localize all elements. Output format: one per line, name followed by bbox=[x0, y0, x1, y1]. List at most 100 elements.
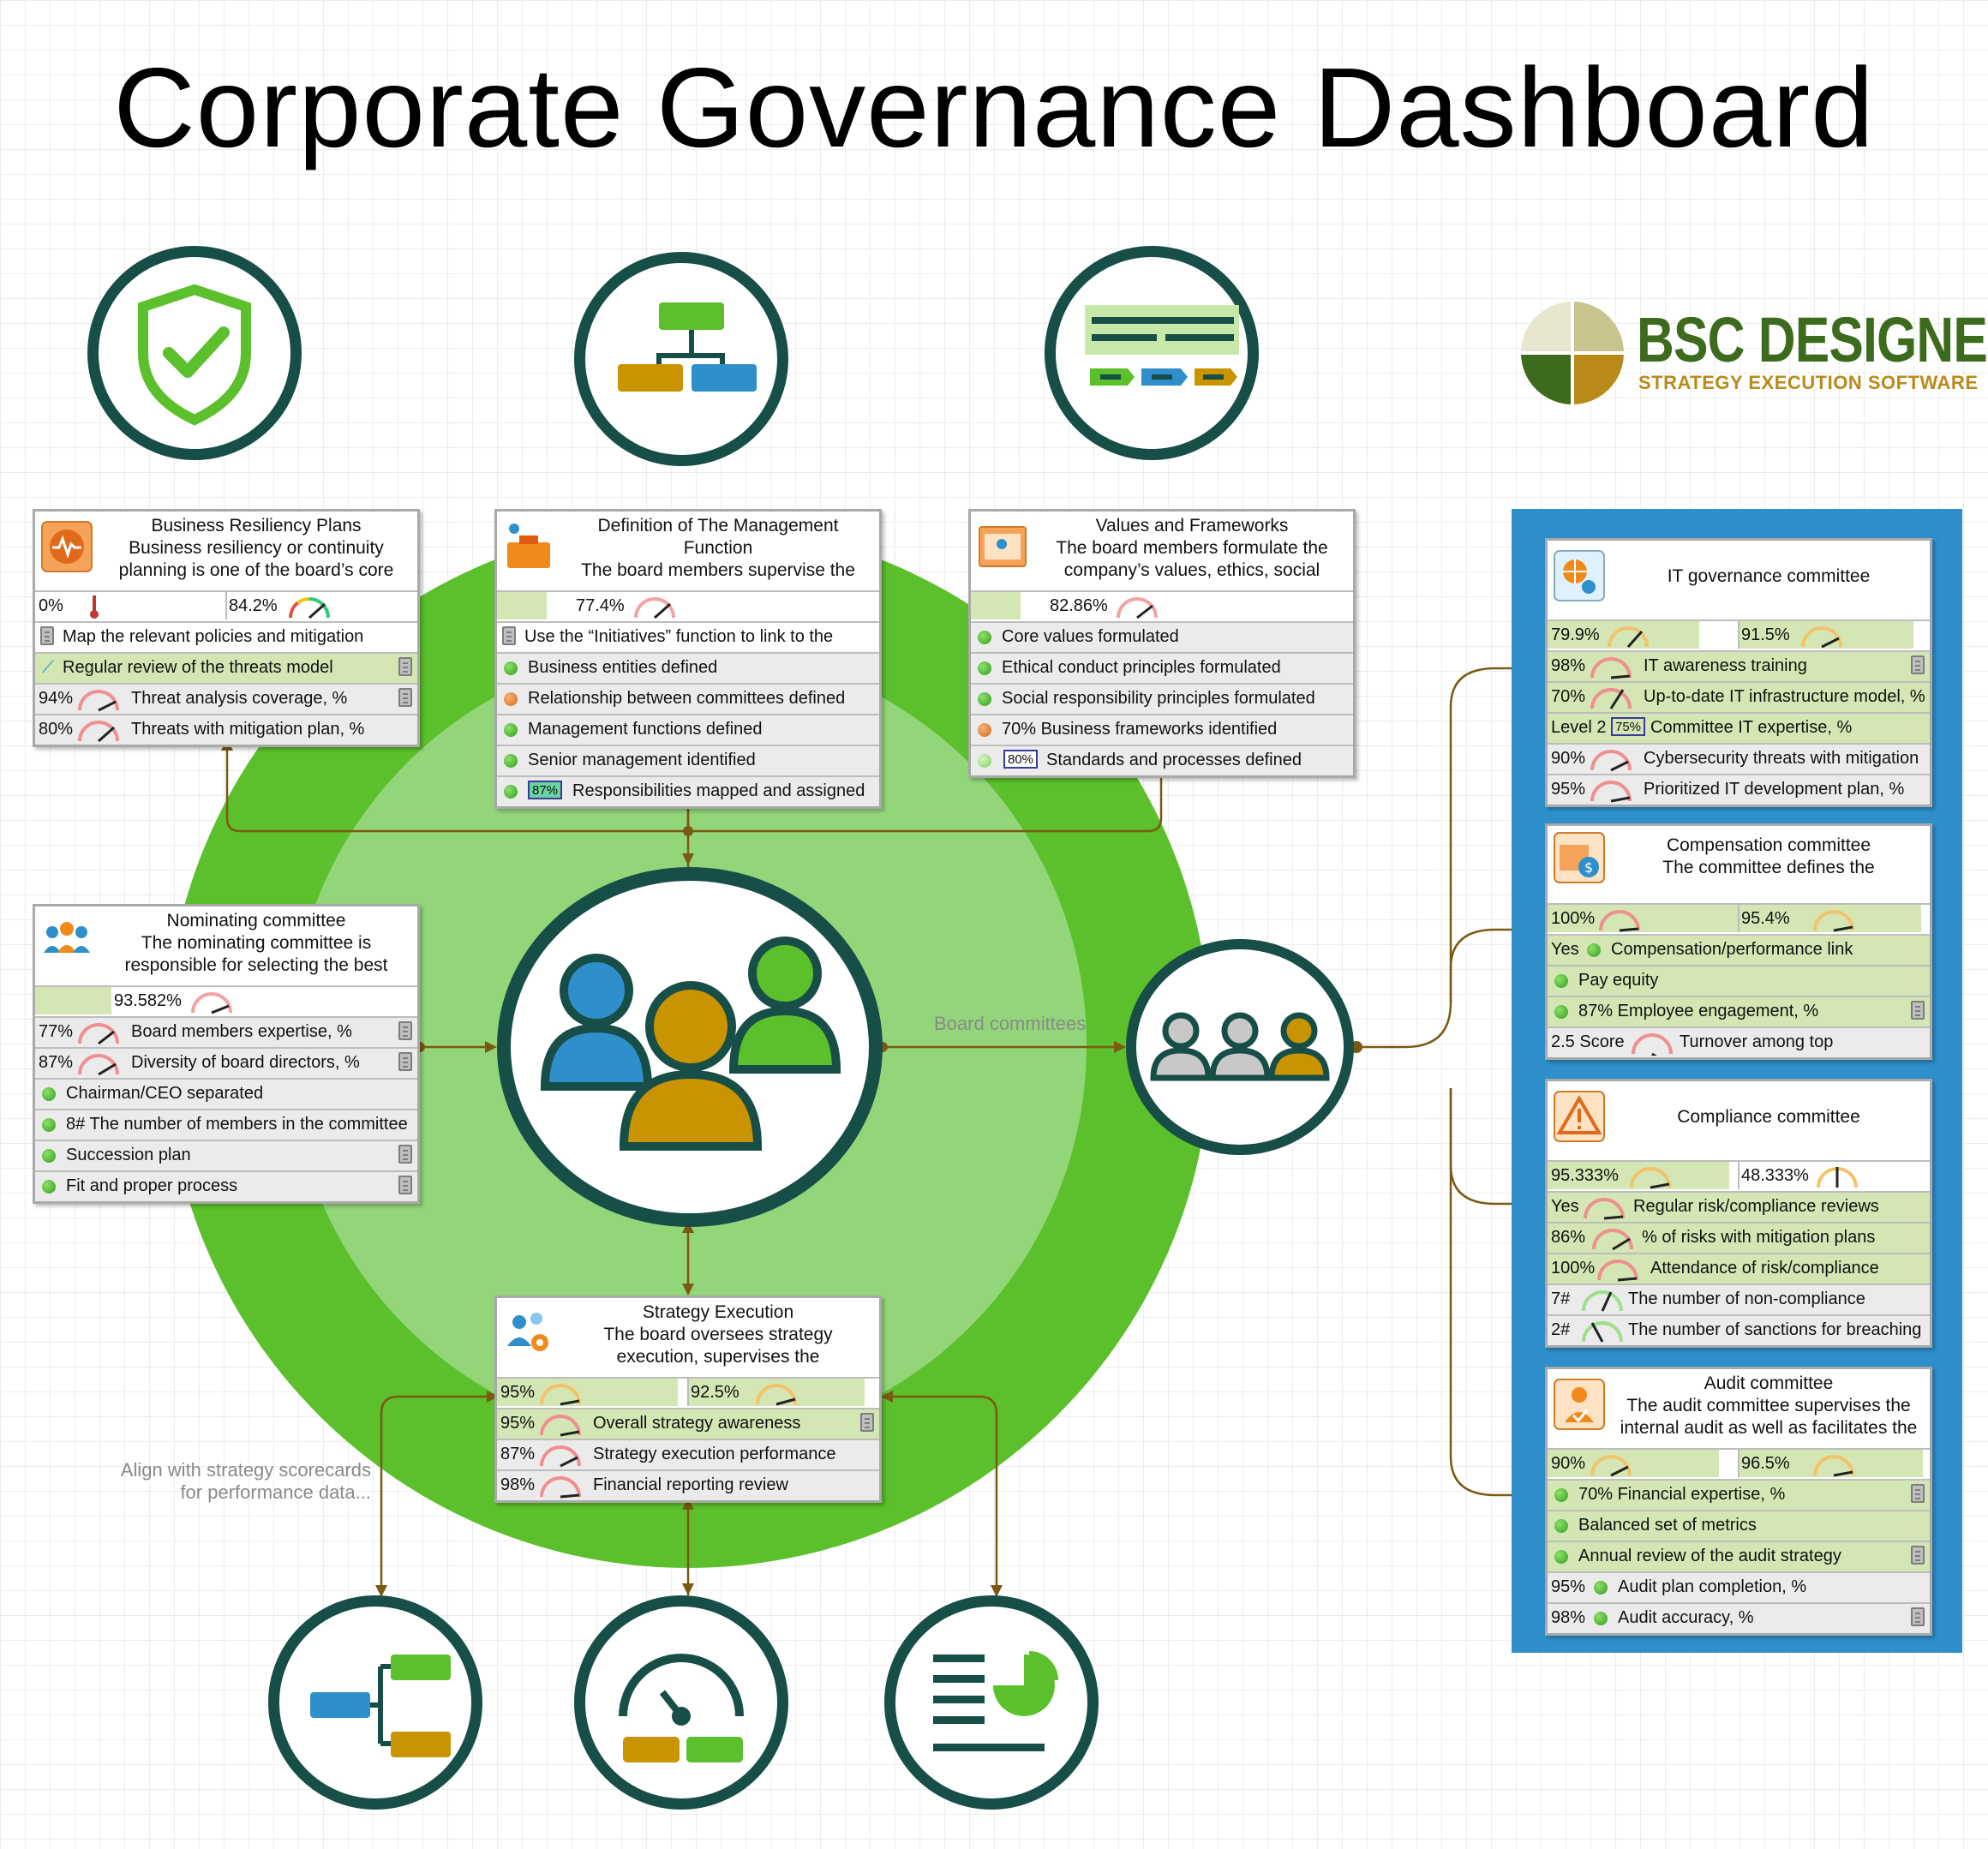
row-label: The number of non-compliance bbox=[1628, 1290, 1865, 1308]
card-audit-committee[interactable]: Audit committee The audit committee supe… bbox=[1545, 1367, 1932, 1636]
card-row[interactable]: 70% Up-to-date IT infrastructure model, … bbox=[1548, 681, 1930, 712]
progress-row: 82.86% bbox=[971, 590, 1353, 621]
card-values-frameworks[interactable]: Values and Frameworks The board members … bbox=[968, 509, 1356, 778]
card-row[interactable]: 80% Threats with mitigation plan, % bbox=[35, 714, 417, 745]
values-framework-icon-circle bbox=[1045, 246, 1259, 460]
card-row[interactable]: Ethical conduct principles formulated bbox=[971, 652, 1353, 683]
gauge-icon bbox=[1813, 1455, 1854, 1477]
progress-row: 90% 96.5% bbox=[1548, 1448, 1930, 1479]
align-scorecards-note: Align with strategy scorecards for perfo… bbox=[114, 1459, 371, 1504]
row-label: Standards and processes defined bbox=[1046, 751, 1302, 769]
card-row[interactable]: 94% Threat analysis coverage, % bbox=[35, 683, 417, 714]
card-row[interactable]: ⟋Regular review of the threats model bbox=[35, 652, 417, 683]
row-label: % of risks with mitigation plans bbox=[1642, 1228, 1876, 1247]
resiliency-pulse-icon bbox=[41, 521, 93, 572]
compensation-money-icon: $ bbox=[1554, 832, 1605, 883]
gauge-icon bbox=[1597, 1260, 1638, 1282]
row-value: 98% bbox=[1551, 1608, 1586, 1627]
gauge-icon bbox=[540, 1384, 581, 1406]
card-row[interactable]: 98%Audit accuracy, % bbox=[1548, 1602, 1930, 1633]
card-row[interactable]: Use the “Initiatives” function to link t… bbox=[497, 621, 879, 652]
row-value: 95% bbox=[500, 1414, 536, 1433]
card-row[interactable]: 100% Attendance of risk/compliance bbox=[1548, 1253, 1930, 1284]
card-desc-line: The board members supervise the bbox=[581, 560, 855, 580]
card-desc-line: internal audit as well as facilitates th… bbox=[1620, 1418, 1918, 1438]
card-row[interactable]: 95% Overall strategy awareness bbox=[497, 1408, 879, 1439]
row-value: 98% bbox=[500, 1475, 536, 1494]
progress-value: 92.5% bbox=[691, 1383, 740, 1402]
row-label: Overall strategy awareness bbox=[593, 1414, 801, 1433]
row-value: 90% bbox=[1551, 749, 1586, 768]
card-row[interactable]: Core values formulated bbox=[971, 621, 1353, 652]
card-strategy-execution[interactable]: Strategy Execution The board oversees st… bbox=[494, 1295, 882, 1503]
gauge-icon bbox=[1590, 781, 1632, 803]
card-title: Business Resiliency Plans bbox=[151, 516, 362, 536]
card-compensation-committee[interactable]: $ Compensation committee The committee d… bbox=[1545, 823, 1932, 1060]
card-row[interactable]: 2# The number of sanctions for breaching bbox=[1548, 1314, 1930, 1345]
card-business-resiliency[interactable]: Business Resiliency Plans Business resil… bbox=[33, 509, 420, 747]
row-value: 70% bbox=[1551, 687, 1586, 706]
card-row[interactable]: 70% Business frameworks identified bbox=[971, 714, 1353, 745]
card-row[interactable]: 87% Employee engagement, % bbox=[1548, 996, 1930, 1026]
card-it-governance[interactable]: IT governance committee 79.9% 91.5% 98% … bbox=[1545, 538, 1932, 807]
progress-row: 77.4% bbox=[497, 590, 879, 621]
card-row[interactable]: 95%Audit plan completion, % bbox=[1548, 1571, 1930, 1602]
row-label: Attendance of risk/compliance bbox=[1650, 1259, 1879, 1278]
progress-value: 95.4% bbox=[1741, 909, 1790, 928]
card-header: $ Compensation committee The committee d… bbox=[1548, 826, 1930, 903]
card-row[interactable]: 90% Cybersecurity threats with mitigatio… bbox=[1548, 743, 1930, 774]
card-row[interactable]: Management functions defined bbox=[497, 714, 879, 745]
card-header: Strategy Execution The board oversees st… bbox=[497, 1298, 879, 1377]
row-value: 94% bbox=[39, 689, 74, 708]
speedometer-icon-circle bbox=[574, 1595, 788, 1810]
card-row[interactable]: 87% Strategy execution performance bbox=[497, 1439, 879, 1469]
gauge-icon bbox=[78, 1054, 119, 1076]
progress-value: 95.333% bbox=[1551, 1166, 1619, 1185]
gauge-icon bbox=[78, 721, 119, 743]
card-compliance-committee[interactable]: Compliance committee 95.333% 48.333% Yes… bbox=[1545, 1079, 1932, 1348]
gauge-icon bbox=[1608, 626, 1649, 648]
card-row[interactable]: Map the relevant policies and mitigation bbox=[35, 621, 417, 652]
card-row[interactable]: Social responsibility principles formula… bbox=[971, 683, 1353, 714]
status-green-icon bbox=[978, 692, 991, 706]
card-row[interactable]: Yes Regular risk/compliance reviews bbox=[1548, 1191, 1930, 1222]
card-title: Compensation committee bbox=[1666, 835, 1871, 855]
values-board-icon bbox=[979, 526, 1027, 567]
card-row[interactable]: 86% % of risks with mitigation plans bbox=[1548, 1222, 1930, 1253]
card-row[interactable]: Chairman/CEO separated bbox=[35, 1078, 417, 1109]
card-row[interactable]: 87%Responsibilities mapped and assigned bbox=[497, 775, 879, 806]
gauge-icon bbox=[1817, 1167, 1858, 1188]
card-management-function[interactable]: Definition of The Management Function Th… bbox=[494, 509, 882, 809]
card-row[interactable]: 2.5 Score Turnover among top bbox=[1548, 1026, 1930, 1057]
card-row[interactable]: Pay equity bbox=[1548, 965, 1930, 996]
card-row[interactable]: Annual review of the audit strategy bbox=[1548, 1541, 1930, 1571]
gauge-icon bbox=[78, 1023, 119, 1045]
card-nominating-committee[interactable]: Nominating committee The nominating comm… bbox=[33, 904, 420, 1204]
card-row[interactable]: Succession plan bbox=[35, 1140, 417, 1170]
card-row[interactable]: Business entities defined bbox=[497, 652, 879, 683]
gauge-icon bbox=[1592, 1229, 1633, 1251]
card-row[interactable]: 7# The number of non-compliance bbox=[1548, 1284, 1930, 1314]
card-row[interactable]: 80%Standards and processes defined bbox=[971, 745, 1353, 775]
progress-row: 0% 84.2% bbox=[35, 590, 417, 621]
card-row[interactable]: 95% Prioritized IT development plan, % bbox=[1548, 774, 1930, 805]
card-row[interactable]: Relationship between committees defined bbox=[497, 683, 879, 714]
card-row[interactable]: Balanced set of metrics bbox=[1548, 1510, 1930, 1541]
row-label: Ethical conduct principles formulated bbox=[1002, 658, 1281, 677]
card-header: Business Resiliency Plans Business resil… bbox=[35, 512, 417, 590]
card-row[interactable]: Senior management identified bbox=[497, 745, 879, 775]
document-icon bbox=[1911, 1607, 1925, 1626]
card-row[interactable]: 8# The number of members in the committe… bbox=[35, 1109, 417, 1140]
card-row[interactable]: 77% Board members expertise, % bbox=[35, 1016, 417, 1047]
card-row[interactable]: Fit and proper process bbox=[35, 1170, 417, 1201]
row-label: IT awareness training bbox=[1644, 656, 1807, 675]
card-row[interactable]: 87% Diversity of board directors, % bbox=[35, 1047, 417, 1078]
row-label: Board members expertise, % bbox=[131, 1022, 352, 1041]
card-row[interactable]: 70% Financial expertise, % bbox=[1548, 1479, 1930, 1510]
card-row[interactable]: 98% Financial reporting review bbox=[497, 1469, 879, 1500]
report-chart-icon bbox=[933, 1651, 1058, 1751]
card-row[interactable]: 98% IT awareness training bbox=[1548, 650, 1930, 681]
row-label: Cybersecurity threats with mitigation bbox=[1644, 749, 1919, 768]
